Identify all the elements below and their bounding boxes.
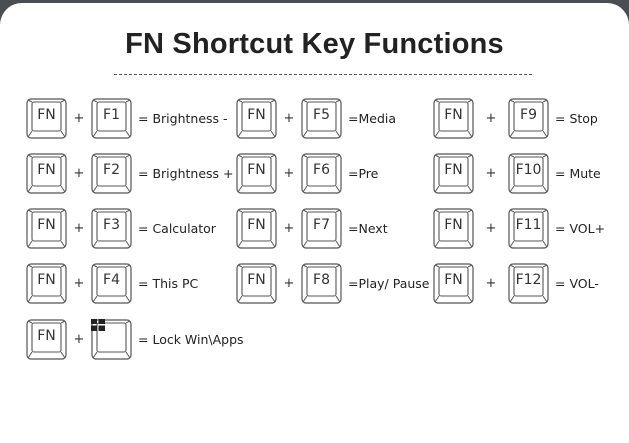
- shortcut-row: FN + F1 = Brightness -: [26, 96, 228, 140]
- plus-sign: +: [73, 220, 85, 236]
- function-key: F1: [91, 97, 132, 139]
- shortcut-description: = This PC: [138, 275, 199, 291]
- function-key: F5: [301, 97, 342, 139]
- shortcut-row: FN + F3 = Calculator: [26, 206, 216, 250]
- function-key: F7: [301, 207, 342, 249]
- shortcut-description: = Calculator: [138, 220, 216, 236]
- function-key: F3: [91, 207, 132, 249]
- shortcut-row: FN + F6 =Pre: [236, 151, 378, 195]
- shortcut-description: = VOL+: [555, 220, 606, 236]
- page-title: FN Shortcut Key Functions: [125, 28, 504, 60]
- plus-sign: +: [283, 220, 295, 236]
- plus-sign: +: [73, 275, 85, 291]
- shortcut-row: FN + F8 =Play/ Pause: [236, 261, 430, 305]
- key-label: F7: [313, 216, 330, 233]
- key-label: F1: [103, 106, 120, 123]
- shortcut-row: FN + F12 = VOL-: [433, 261, 599, 305]
- fn-key: FN: [433, 207, 474, 249]
- key-label: FN: [37, 216, 56, 233]
- shortcut-description: =Media: [348, 110, 397, 126]
- key-label: FN: [37, 271, 56, 288]
- plus-sign: +: [485, 275, 497, 291]
- shortcut-row: FN + = Lock Win\Apps: [26, 317, 244, 361]
- plus-sign: +: [485, 165, 497, 181]
- key-label: F12: [515, 271, 542, 288]
- plus-sign: +: [73, 110, 85, 126]
- function-key: F9: [508, 97, 549, 139]
- shortcut-description: = Brightness -: [138, 110, 228, 126]
- key-label: F10: [515, 161, 542, 178]
- windows-key: [91, 318, 132, 360]
- fn-key: FN: [433, 262, 474, 304]
- fn-key: FN: [26, 262, 67, 304]
- key-label: FN: [247, 161, 266, 178]
- fn-key: FN: [26, 152, 67, 194]
- fn-key: FN: [26, 318, 67, 360]
- shortcut-description: =Next: [348, 220, 388, 236]
- shortcut-description: = Stop: [555, 110, 598, 126]
- fn-key: FN: [236, 262, 277, 304]
- fn-key: FN: [26, 207, 67, 249]
- plus-sign: +: [283, 165, 295, 181]
- plus-sign: +: [485, 220, 497, 236]
- plus-sign: +: [73, 331, 85, 347]
- key-label: F3: [103, 216, 120, 233]
- function-key: F12: [508, 262, 549, 304]
- title-divider: [114, 74, 532, 75]
- plus-sign: +: [283, 275, 295, 291]
- shortcut-description: = Lock Win\Apps: [138, 331, 244, 347]
- shortcut-row: FN + F4 = This PC: [26, 261, 198, 305]
- key-label: F8: [313, 271, 330, 288]
- plus-sign: +: [283, 110, 295, 126]
- windows-icon: [91, 318, 105, 331]
- key-label: F11: [515, 216, 542, 233]
- shortcut-row: FN + F7 =Next: [236, 206, 388, 250]
- key-label: FN: [247, 271, 266, 288]
- shortcut-description: = Mute: [555, 165, 601, 181]
- function-key: F6: [301, 152, 342, 194]
- key-label: F5: [313, 106, 330, 123]
- function-key: F10: [508, 152, 549, 194]
- key-label: FN: [37, 106, 56, 123]
- plus-sign: +: [73, 165, 85, 181]
- key-label: FN: [444, 216, 463, 233]
- key-label: FN: [37, 161, 56, 178]
- key-label: F2: [103, 161, 120, 178]
- shortcut-row: FN + F10 = Mute: [433, 151, 601, 195]
- key-label: FN: [444, 106, 463, 123]
- shortcut-row: FN + F9 = Stop: [433, 96, 598, 140]
- fn-key: FN: [236, 152, 277, 194]
- plus-sign: +: [485, 110, 497, 126]
- fn-key: FN: [236, 207, 277, 249]
- shortcut-row: FN + F11 = VOL+: [433, 206, 605, 250]
- shortcut-description: = VOL-: [555, 275, 599, 291]
- function-key: F11: [508, 207, 549, 249]
- key-label: FN: [247, 106, 266, 123]
- shortcut-description: =Pre: [348, 165, 379, 181]
- fn-key: FN: [433, 97, 474, 139]
- fn-key: FN: [433, 152, 474, 194]
- key-label: F6: [313, 161, 330, 178]
- shortcut-description: = Brightness +: [138, 165, 234, 181]
- fn-key: FN: [26, 97, 67, 139]
- key-label: FN: [37, 327, 56, 344]
- function-key: F4: [91, 262, 132, 304]
- key-label: FN: [444, 271, 463, 288]
- key-label: FN: [247, 216, 266, 233]
- shortcut-row: FN + F5 =Media: [236, 96, 396, 140]
- fn-key: FN: [236, 97, 277, 139]
- shortcut-row: FN + F2 = Brightness +: [26, 151, 233, 195]
- function-key: F8: [301, 262, 342, 304]
- key-label: FN: [444, 161, 463, 178]
- shortcut-description: =Play/ Pause: [348, 275, 430, 291]
- key-label: F9: [520, 106, 537, 123]
- key-label: F4: [103, 271, 120, 288]
- function-key: F2: [91, 152, 132, 194]
